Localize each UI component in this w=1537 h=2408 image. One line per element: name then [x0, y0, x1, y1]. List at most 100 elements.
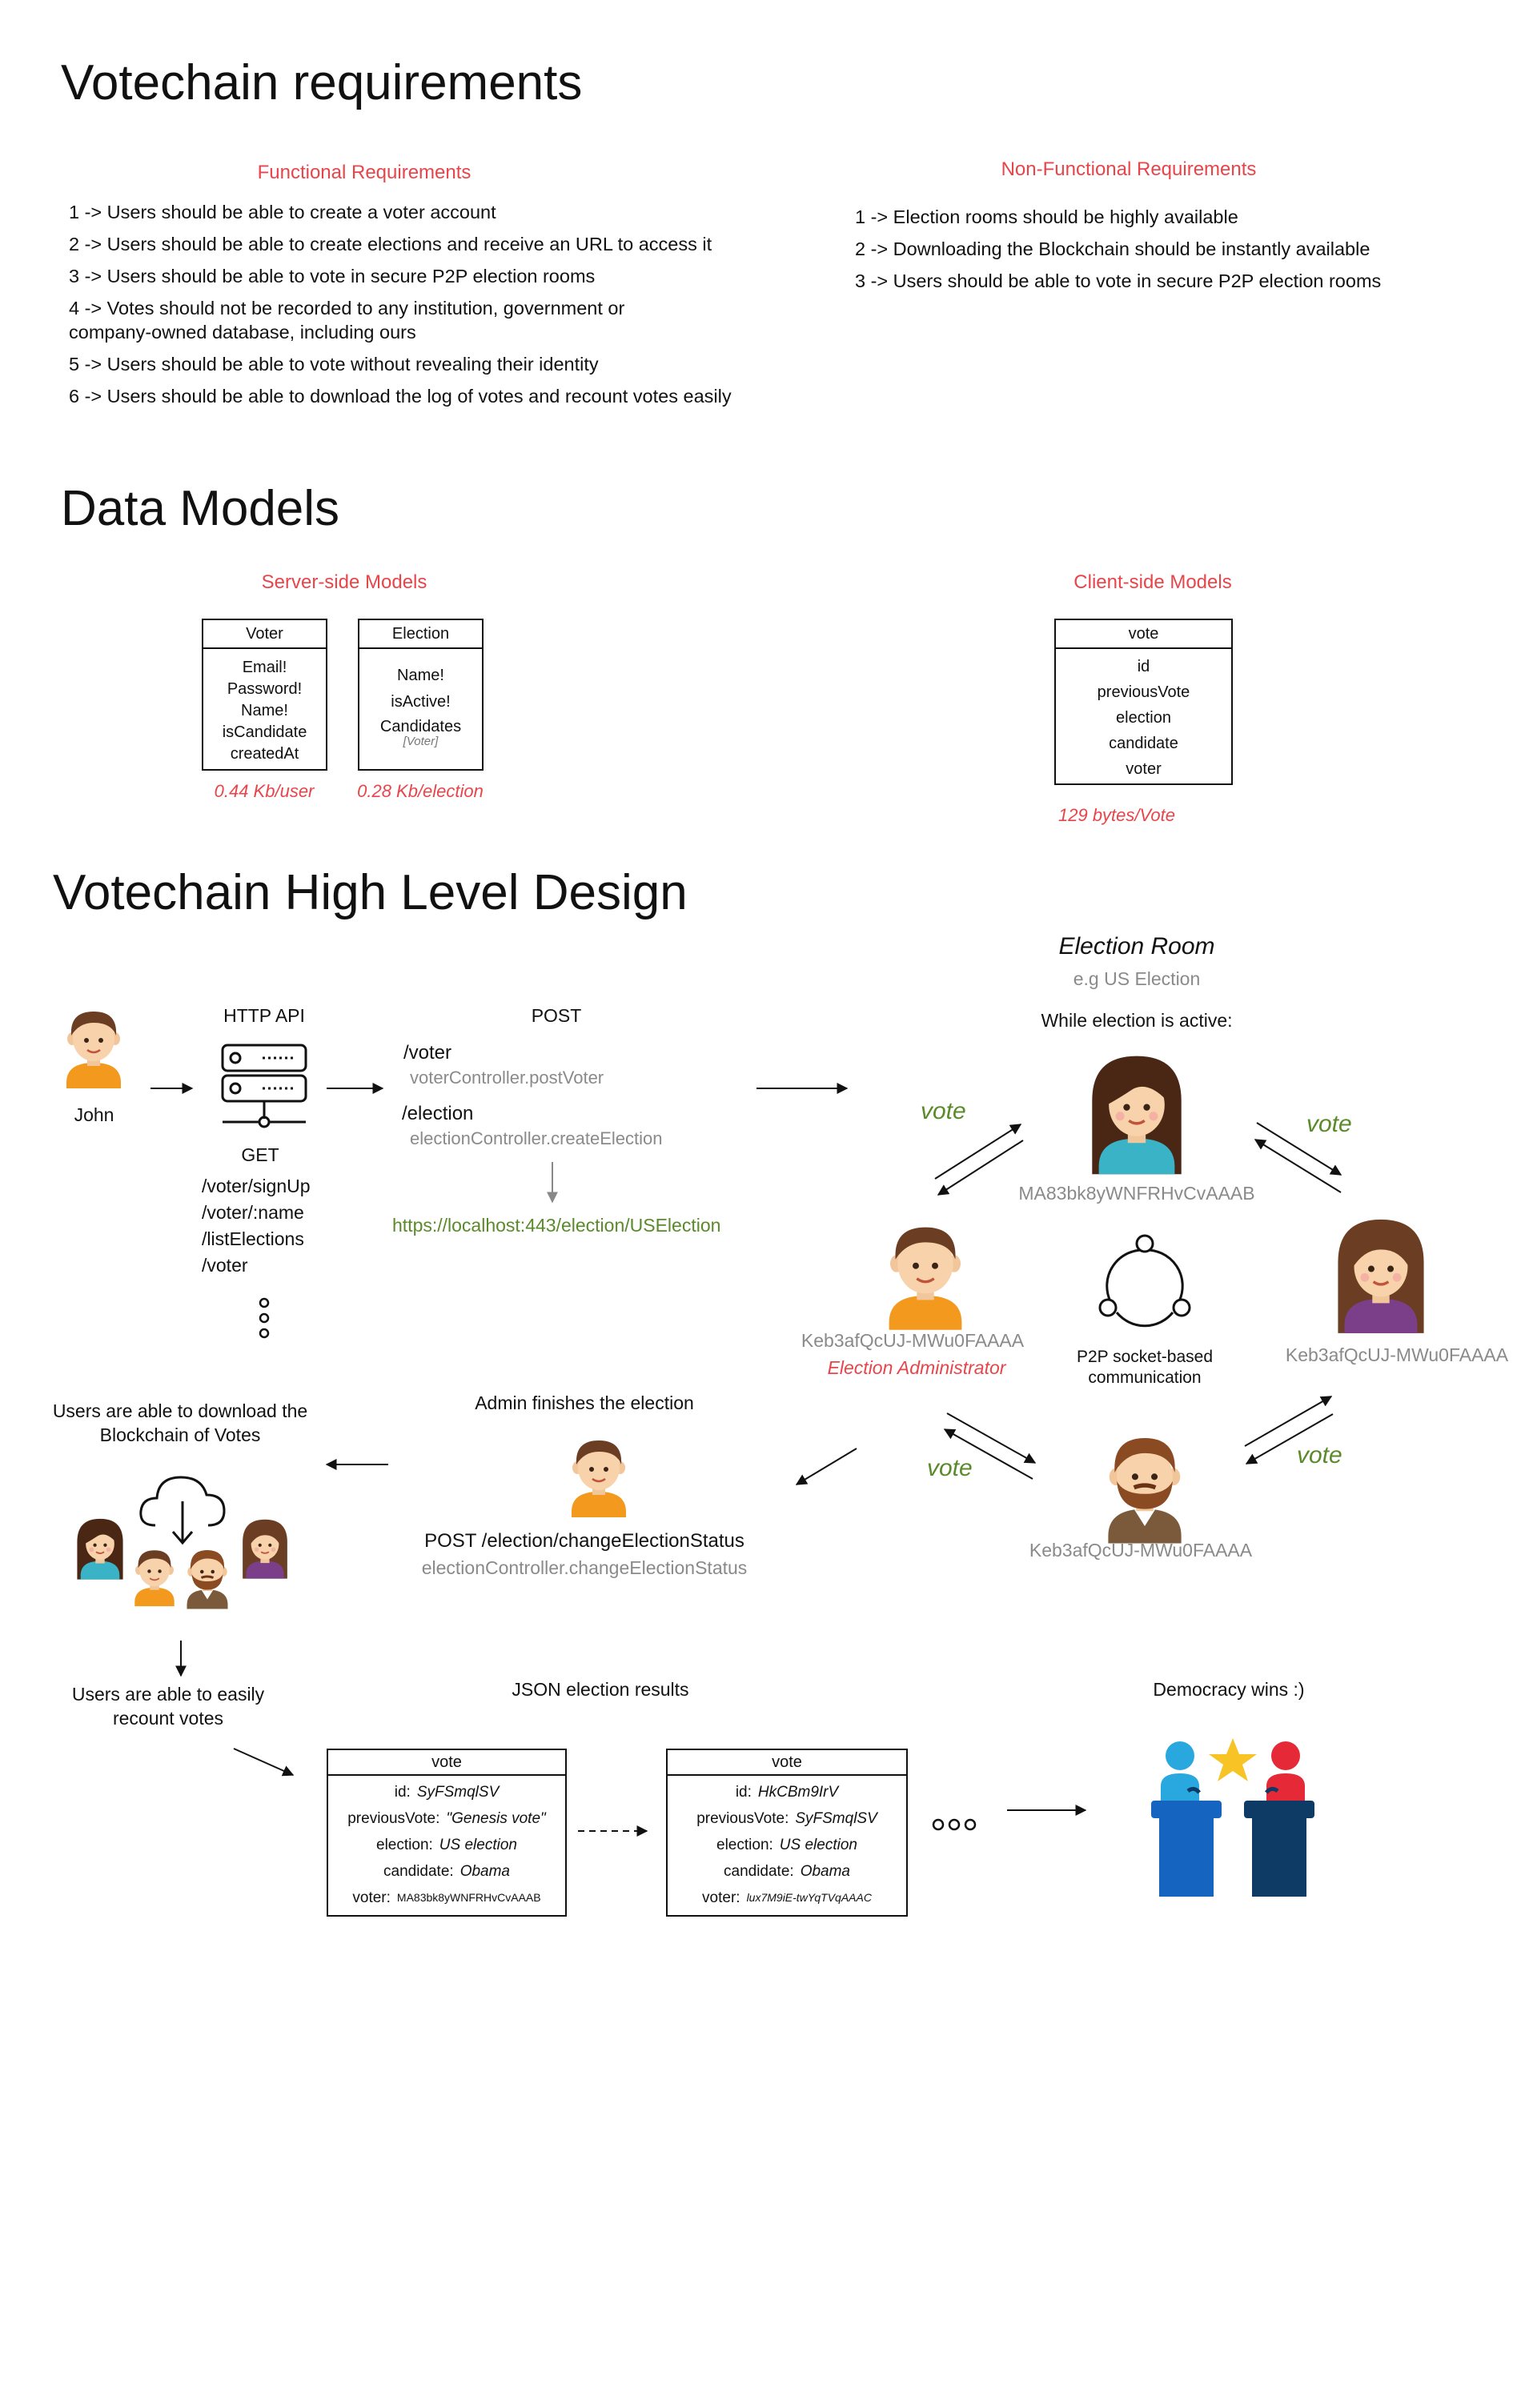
- vote-label: vote: [1306, 1111, 1352, 1137]
- vote-block-body: id:HkCBm9IrV previousVote:SyFSmqlSV elec…: [668, 1776, 906, 1911]
- election-room-title: Election Room: [1058, 933, 1215, 960]
- model-field-note: [Voter]: [403, 735, 439, 748]
- get-route: /voter: [202, 1255, 248, 1276]
- model-field: Candidates: [379, 718, 462, 735]
- functional-requirement: 2 -> Users should be able to create elec…: [69, 234, 712, 254]
- model-field: isCandidate: [222, 723, 307, 741]
- design-title: Votechain High Level Design: [53, 865, 688, 920]
- finish-controller: electionController.changeElectionStatus: [421, 1557, 748, 1578]
- vote-model-fields: id previousVote election candidate voter: [1056, 649, 1231, 782]
- post-election-controller: electionController.createElection: [410, 1128, 663, 1148]
- model-field: createdAt: [230, 745, 299, 763]
- post-election-route: /election: [402, 1103, 474, 1124]
- model-field: candidate: [1109, 735, 1178, 752]
- block-key: voter:: [352, 1889, 391, 1906]
- functional-requirements-title: Functional Requirements: [257, 162, 472, 183]
- block-key: previousVote:: [696, 1810, 789, 1827]
- voter-model-name: Voter: [203, 620, 326, 649]
- group-avatar: [242, 1518, 288, 1580]
- block-voter-value: lux7M9iE-twYqTVqAAAC: [746, 1891, 872, 1904]
- p2p-label: P2P socket-based communication: [1076, 1348, 1214, 1387]
- model-field: Email!: [242, 659, 287, 676]
- election-model-size: 0.28 Kb/election: [357, 781, 484, 801]
- block-election-value: US election: [439, 1837, 517, 1853]
- vote-block-header: vote: [668, 1750, 906, 1776]
- nonfunctional-requirements-list: 1 -> Election rooms should be highly ava…: [855, 205, 1511, 301]
- server-icon: [221, 1044, 307, 1128]
- peer-bottom-avatar: [1097, 1424, 1193, 1537]
- post-label: POST: [531, 1005, 582, 1026]
- model-field: Name!: [397, 667, 444, 684]
- functional-requirement: 3 -> Users should be able to vote in sec…: [69, 266, 596, 286]
- model-field: isActive!: [391, 693, 451, 711]
- block-voter-value: MA83bk8yWNFRHvCvAAAB: [396, 1891, 541, 1904]
- more-dots-icon: [259, 1297, 270, 1339]
- election-model-name: Election: [359, 620, 482, 649]
- election-room-active: While election is active:: [1041, 1010, 1233, 1031]
- peer-bottom-id: Keb3afQcUJ-MWu0FAAAA: [1029, 1540, 1253, 1561]
- peer-top-id: MA83bk8yWNFRHvCvAAAB: [1018, 1183, 1255, 1204]
- vote-block-body: id: SyFSmqlSV previousVote: "Genesis vote"…: [328, 1776, 565, 1911]
- recount-label: Users are able to easily recount votes: [71, 1684, 265, 1729]
- voter-model-box: Voter Email! Password! Name! isCandidate…: [202, 619, 327, 771]
- peer-right-avatar: [1336, 1218, 1426, 1335]
- server-models-title: Server-side Models: [261, 571, 427, 593]
- post-voter-route: /voter: [403, 1042, 452, 1064]
- get-label: GET: [241, 1144, 279, 1165]
- democracy-icon: [1151, 1738, 1314, 1897]
- block-candidate-value: Obama: [800, 1863, 850, 1880]
- admin-finishes-label: Admin finishes the election: [475, 1392, 694, 1413]
- client-models-title: Client-side Models: [1073, 571, 1232, 593]
- election-room-example: e.g US Election: [1073, 968, 1201, 989]
- election-url[interactable]: https://localhost:443/election/USElectio…: [392, 1215, 721, 1236]
- group-avatar: [134, 1549, 175, 1608]
- john-label: John: [74, 1104, 114, 1125]
- election-model-box: Election Name! isActive! Candidates [Vot…: [358, 619, 484, 771]
- block-key: election:: [716, 1837, 773, 1853]
- vote-block-2: vote id:HkCBm9IrV previousVote:SyFSmqlSV…: [666, 1749, 908, 1917]
- block-id-value: SyFSmqlSV: [416, 1784, 500, 1801]
- peer-admin-avatar: [887, 1226, 964, 1332]
- model-field: previousVote: [1097, 683, 1190, 701]
- election-model-fields: Name! isActive! Candidates [Voter]: [359, 649, 482, 748]
- model-field: voter: [1126, 760, 1162, 778]
- model-field: election: [1116, 709, 1171, 727]
- block-candidate-value: Obama: [459, 1863, 510, 1880]
- block-key: previousVote:: [347, 1810, 440, 1827]
- requirements-title: Votechain requirements: [61, 55, 583, 110]
- get-route: /voter/:name: [202, 1202, 304, 1223]
- block-prev-value: "Genesis vote": [446, 1810, 546, 1827]
- vote-label: vote: [1297, 1442, 1342, 1468]
- get-route: /listElections: [202, 1228, 304, 1249]
- finish-post-route: POST /election/changeElectionStatus: [424, 1530, 744, 1552]
- functional-requirement: 5 -> Users should be able to vote withou…: [69, 354, 599, 375]
- nonfunctional-requirements-title: Non-Functional Requirements: [1001, 158, 1257, 180]
- block-key: candidate:: [724, 1863, 794, 1880]
- json-results-label: JSON election results: [512, 1679, 689, 1700]
- admin-avatar: [570, 1439, 628, 1519]
- vote-label: vote: [927, 1455, 973, 1481]
- admin-role-label: Election Administrator: [827, 1357, 1006, 1378]
- functional-requirement: 1 -> Users should be able to create a vo…: [69, 202, 496, 222]
- nonfunctional-requirement: 3 -> Users should be able to vote in sec…: [855, 270, 1382, 291]
- nonfunctional-requirement: 2 -> Downloading the Blockchain should b…: [855, 238, 1370, 259]
- voter-model-size: 0.44 Kb/user: [214, 781, 315, 801]
- vote-model-name: vote: [1056, 620, 1231, 649]
- download-blockchain-label: Users are able to download the Blockchai…: [52, 1400, 308, 1445]
- more-blocks-dots-icon: [932, 1818, 977, 1831]
- group-avatar: [76, 1517, 124, 1581]
- peer-admin-id: Keb3afQcUJ-MWu0FAAAA: [801, 1330, 1025, 1351]
- block-prev-value: SyFSmqlSV: [795, 1810, 877, 1827]
- vote-model-box: vote id previousVote election candidate …: [1054, 619, 1233, 785]
- vote-block-1: vote id: SyFSmqlSV previousVote: "Genesis …: [327, 1749, 567, 1917]
- get-routes-list: /voter/signUp /voter/:name /listElection…: [202, 1173, 311, 1279]
- data-models-title: Data Models: [61, 481, 340, 536]
- nonfunctional-requirement: 1 -> Election rooms should be highly ava…: [855, 206, 1238, 227]
- vote-block-header: vote: [328, 1750, 565, 1776]
- block-key: id:: [394, 1784, 411, 1801]
- functional-requirement: 6 -> Users should be able to download th…: [69, 386, 732, 407]
- voter-model-fields: Email! Password! Name! isCandidate creat…: [203, 649, 326, 765]
- block-key: election:: [376, 1837, 433, 1853]
- peer-top-avatar: [1090, 1054, 1183, 1176]
